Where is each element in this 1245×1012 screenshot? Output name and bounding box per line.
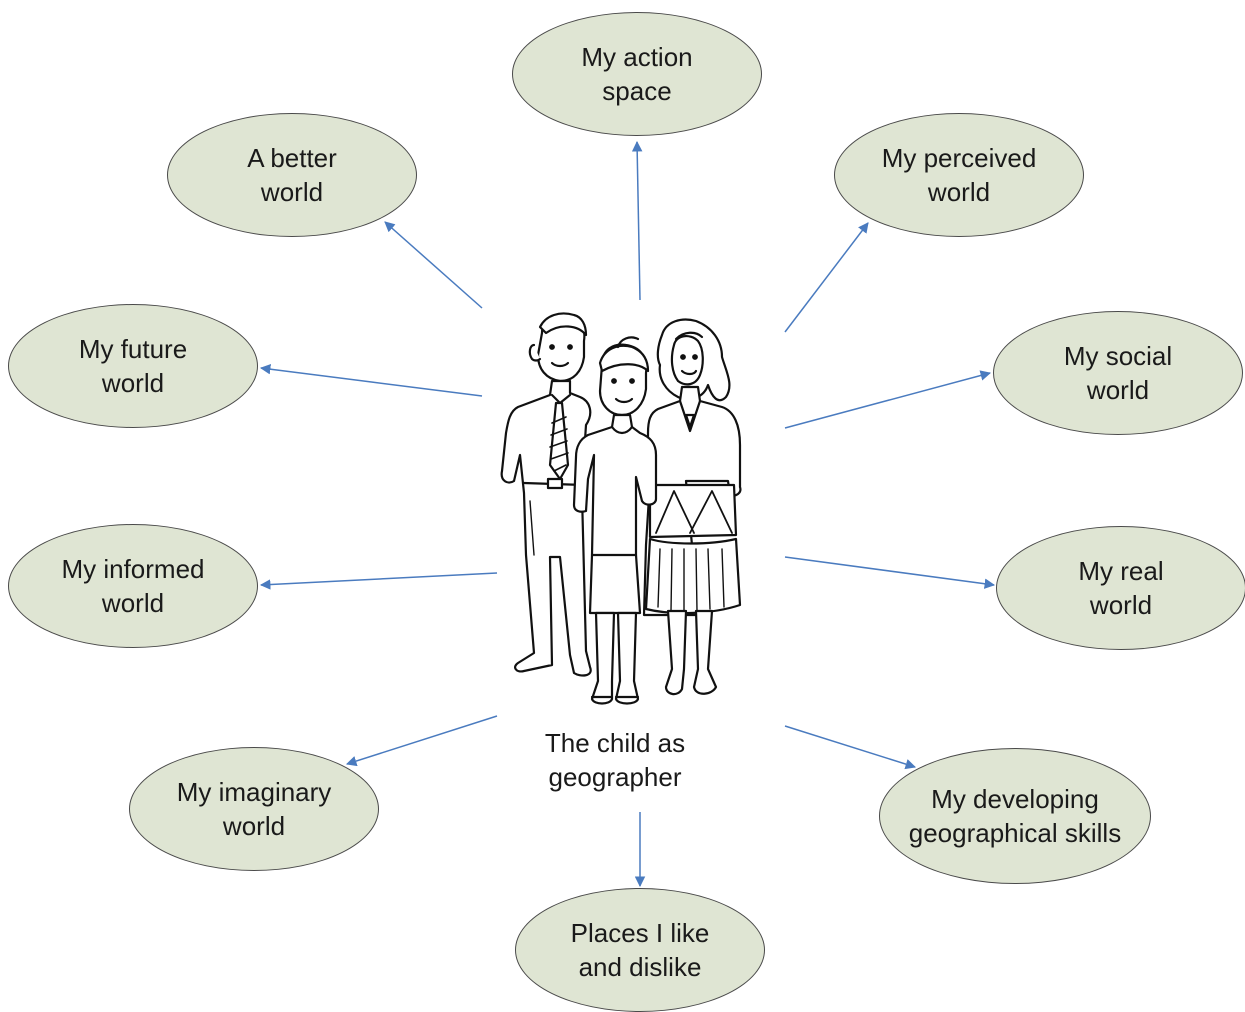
bubble-label: My future world: [78, 334, 188, 398]
bubble-label: My social world: [1063, 341, 1173, 405]
bubble-label: My perceived world: [881, 143, 1037, 207]
arrow-to-real-world: [784, 556, 996, 589]
bubble-label: My developing geographical skills: [908, 784, 1122, 848]
bubble-places-like-dislike: Places I like and dislike: [515, 888, 765, 1012]
bubble-label: My action space: [581, 42, 693, 106]
center-caption: The child as geographer: [544, 728, 686, 792]
arrow-to-action-space: [631, 140, 643, 301]
arrow-to-informed-world: [259, 572, 498, 590]
bubble-social-world: My social world: [993, 311, 1243, 435]
bubble-action-space: My action space: [512, 12, 762, 136]
bubble-label: My real world: [1078, 556, 1164, 620]
bubble-perceived-world: My perceived world: [834, 113, 1084, 237]
arrow-to-future-world: [259, 363, 483, 397]
bubble-label: A better world: [247, 143, 337, 207]
child-figure: [572, 336, 658, 705]
bubble-better-world: A better world: [167, 113, 417, 237]
bubble-label: My informed world: [61, 554, 205, 618]
woman-figure: [642, 318, 742, 696]
man-figure: [500, 312, 592, 677]
bubble-label: My imaginary world: [176, 777, 332, 841]
arrow-to-developing-skills: [784, 725, 917, 770]
bubble-real-world: My real world: [996, 526, 1245, 650]
bubble-developing-skills: My developing geographical skills: [879, 748, 1151, 884]
arrow-to-imaginary-world: [345, 715, 498, 767]
arrow-to-perceived-world: [784, 222, 869, 333]
bubble-future-world: My future world: [8, 304, 258, 428]
family-group-illustration: [500, 312, 742, 705]
bubble-label: Places I like and dislike: [570, 918, 710, 982]
arrow-to-better-world: [384, 221, 483, 309]
arrow-to-social-world: [784, 370, 992, 429]
bubble-imaginary-world: My imaginary world: [129, 747, 379, 871]
bubble-informed-world: My informed world: [8, 524, 258, 648]
